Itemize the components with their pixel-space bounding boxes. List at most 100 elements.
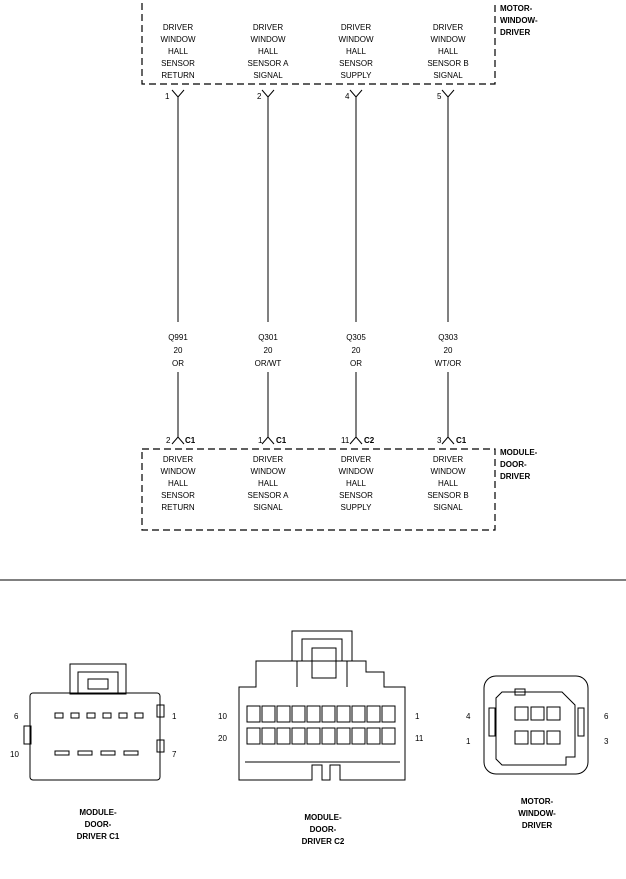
c1-left-key [23, 725, 32, 745]
wire-q305-bottom-terminal [349, 436, 363, 445]
c1-latch-tab [87, 678, 109, 690]
wire-q991-top-terminal [171, 89, 185, 98]
wire-q305-top-terminal [349, 89, 363, 98]
motor-c1-line-4: SENSOR [161, 59, 195, 68]
door-circuit-3-desc: DRIVER WINDOW HALL SENSOR B SIGNAL [427, 455, 468, 512]
motor-conn-pin-6: 6 [604, 712, 609, 721]
motor-box-outline [141, 3, 496, 85]
connector-view-c2 [238, 630, 406, 781]
c1-caption: MODULE- DOOR- DRIVER C1 [77, 808, 120, 841]
wire-2-color: OR/WT [255, 359, 282, 368]
door-circuit-2-desc: DRIVER WINDOW HALL SENSOR RETURN [160, 455, 196, 512]
motor-circuit-4-desc: DRIVER WINDOW HALL SENSOR SUPPLY [338, 23, 374, 80]
wire-3-color: OR [350, 359, 362, 368]
c1-caption-line-1: MODULE- [79, 808, 117, 817]
connector-view-c1 [23, 663, 165, 781]
motor-circuit-1-desc: DRIVER WINDOW HALL SENSOR RETURN [160, 23, 196, 80]
door-name-line-2: DOOR- [500, 460, 527, 469]
wire-4-gauge: 20 [444, 346, 453, 355]
door-pin-3: 3 [437, 436, 442, 445]
motor-conn-pin-3: 3 [604, 737, 609, 746]
door-c2-line-2: WINDOW [160, 467, 196, 476]
door-pin-2: 2 [166, 436, 171, 445]
motor-pin-5: 5 [437, 92, 442, 101]
door-c3-line-2: WINDOW [430, 467, 466, 476]
c2-latch-slot [311, 647, 337, 679]
c1-caption-line-2: DOOR- [85, 820, 112, 829]
motor-c2-line-3: HALL [258, 47, 279, 56]
motor-c5-line-1: DRIVER [433, 23, 463, 32]
motor-c5-line-2: WINDOW [430, 35, 466, 44]
door-c2-line-3: HALL [168, 479, 189, 488]
door-conn-c2: C2 [364, 436, 375, 445]
wire-4-color: WT/OR [435, 359, 462, 368]
wires [171, 89, 455, 445]
c2-pin-1: 1 [415, 712, 420, 721]
c2-pin-11: 11 [415, 734, 424, 743]
door-c11-line-1: DRIVER [341, 455, 371, 464]
motor-circuit-2-desc: DRIVER WINDOW HALL SENSOR A SIGNAL [248, 23, 290, 80]
motor-conn-right-key [577, 707, 585, 737]
door-c2-line-4: SENSOR [161, 491, 195, 500]
wire-q991-bottom-terminal [171, 436, 185, 445]
c1-right-key-bottom [156, 739, 165, 753]
c2-cavities-bottom [246, 727, 396, 745]
wire-1-color: OR [172, 359, 184, 368]
c1-pin-7: 7 [172, 750, 177, 759]
motor-name-line-1: MOTOR- [500, 4, 533, 13]
door-c1-line-5: SIGNAL [253, 503, 283, 512]
motor-c1-line-1: DRIVER [163, 23, 193, 32]
motor-name-line-3: DRIVER [500, 28, 530, 37]
c2-latch [291, 630, 353, 661]
door-c3-line-1: DRIVER [433, 455, 463, 464]
motor-pin-1: 1 [165, 92, 170, 101]
c2-pin-20: 20 [218, 734, 227, 743]
motor-pin-2: 2 [257, 92, 262, 101]
wire-labels: Q991 20 OR Q301 20 OR/WT Q305 20 OR Q303… [168, 333, 461, 368]
c2-caption: MODULE- DOOR- DRIVER C2 [302, 813, 345, 846]
connector-view-motor [483, 675, 589, 775]
motor-c1-line-5: RETURN [161, 71, 195, 80]
motor-c5-line-4: SENSOR B [427, 59, 468, 68]
motor-conn-pin-4: 4 [466, 712, 471, 721]
motor-c2-line-5: SIGNAL [253, 71, 283, 80]
c2-caption-line-1: MODULE- [304, 813, 342, 822]
motor-c2-line-4: SENSOR A [248, 59, 290, 68]
wire-q301-bottom-terminal [261, 436, 275, 445]
door-c1-line-2: WINDOW [250, 467, 286, 476]
door-c3-line-5: SIGNAL [433, 503, 463, 512]
c1-right-key-top [156, 704, 165, 718]
door-c11-line-4: SENSOR [339, 491, 373, 500]
motor-c1-line-3: HALL [168, 47, 189, 56]
motor-c5-line-3: HALL [438, 47, 459, 56]
door-conn-c1-b: C1 [276, 436, 287, 445]
c2-latch-tab [301, 638, 343, 662]
motor-conn-caption-line-1: MOTOR- [521, 797, 554, 806]
motor-conn-cavities [514, 706, 561, 745]
c1-pin-10: 10 [10, 750, 19, 759]
motor-c4-line-1: DRIVER [341, 23, 371, 32]
c1-latch-inner [77, 671, 119, 695]
motor-c4-line-3: HALL [346, 47, 367, 56]
module-door-driver-component: 2 C1 1 C1 11 C2 3 C1 MODULE- DOOR- DRIVE… [141, 436, 538, 531]
c2-housing [238, 660, 406, 781]
c1-cavities-top [54, 712, 144, 719]
door-c11-line-2: WINDOW [338, 467, 374, 476]
door-box-outline [141, 448, 496, 531]
motor-c2-line-2: WINDOW [250, 35, 286, 44]
door-c11-line-5: SUPPLY [341, 503, 373, 512]
c2-pin-10: 10 [218, 712, 227, 721]
door-c3-line-3: HALL [438, 479, 459, 488]
door-c3-line-4: SENSOR B [427, 491, 468, 500]
wire-q303-bottom-terminal [441, 436, 455, 445]
motor-c4-line-4: SENSOR [339, 59, 373, 68]
motor-c5-line-5: SIGNAL [433, 71, 463, 80]
door-c11-line-3: HALL [346, 479, 367, 488]
motor-name-line-2: WINDOW- [500, 16, 538, 25]
motor-conn-caption-line-3: DRIVER [522, 821, 552, 830]
door-c2-line-5: RETURN [161, 503, 195, 512]
door-pin-11: 11 [341, 436, 350, 445]
c2-caption-line-2: DOOR- [310, 825, 337, 834]
door-conn-c1-c: C1 [456, 436, 467, 445]
